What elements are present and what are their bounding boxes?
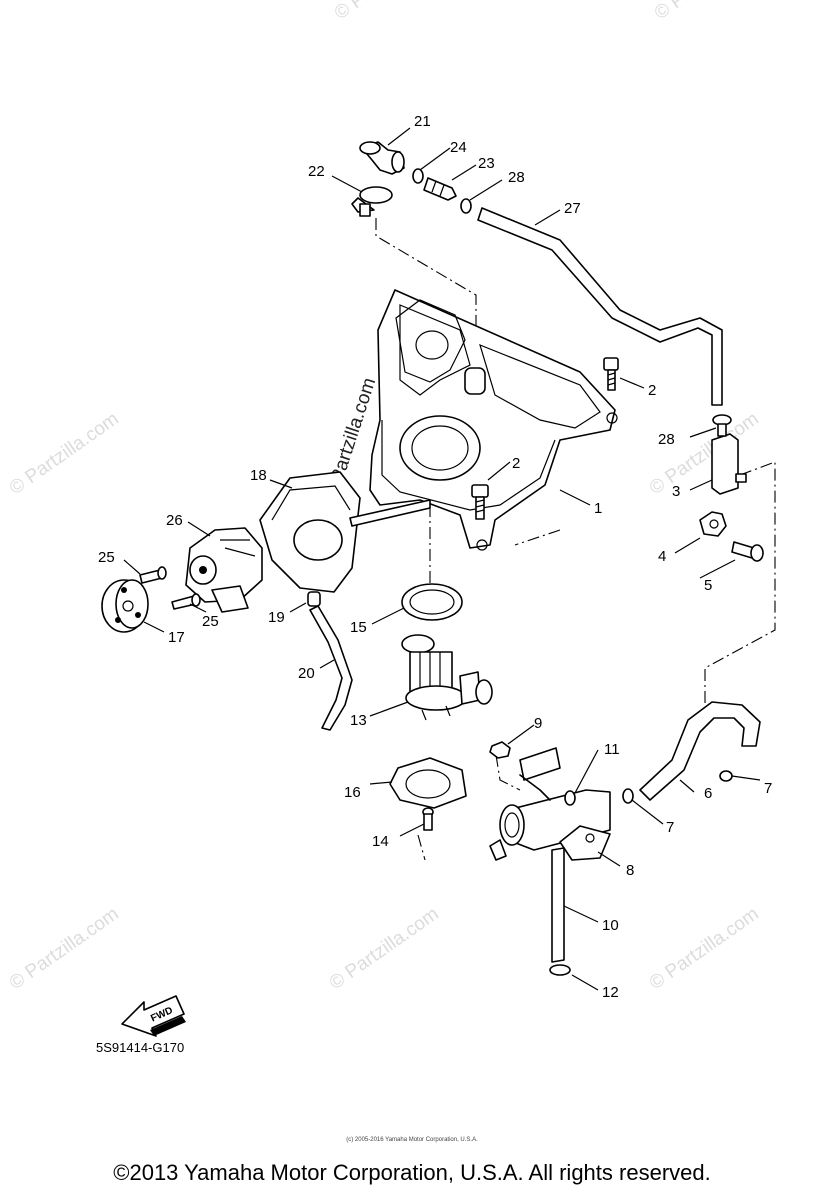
callout-3: 3 [672, 483, 680, 500]
leader-lines [123, 127, 761, 991]
callout-1: 1 [594, 500, 602, 517]
part-7-clip-lower [622, 788, 634, 804]
callout-9: 9 [534, 715, 542, 732]
copyright-notice: ©2013 Yamaha Motor Corporation, U.S.A. A… [113, 1160, 711, 1185]
part-12-clip [549, 964, 571, 976]
callout-11: 11 [604, 741, 620, 758]
callout-22: 22 [308, 163, 325, 180]
watermark: © Partzilla.com [646, 903, 763, 994]
part-2-bolt-upper [603, 357, 619, 391]
callout-28-lower: 28 [658, 431, 675, 448]
part-26-assembly [185, 527, 263, 613]
callout-16: 16 [344, 784, 361, 801]
part-21-elbow [359, 141, 405, 175]
callout-21: 21 [414, 113, 431, 130]
part-25-screw-lower [171, 593, 201, 610]
part-5-bolt [731, 541, 764, 562]
hose-27 [477, 207, 723, 406]
diagram-code: 5S91414-G170 [96, 1040, 185, 1055]
callout-15: 15 [350, 619, 367, 636]
part-24-clip [412, 168, 424, 184]
callout-25-upper: 25 [98, 549, 115, 566]
callout-7-lower: 7 [666, 819, 674, 836]
watermark: © Partzilla.com [326, 903, 443, 994]
callout-10: 10 [602, 917, 619, 934]
callout-28: 28 [508, 169, 525, 186]
callout-23: 23 [478, 155, 495, 172]
part-22-clamp [351, 186, 393, 217]
part-13-fuel-pump [401, 634, 493, 721]
watermark: © Partzilla.com [6, 408, 123, 499]
small-copyright: (c) 2005-2016 Yamaha Motor Corporation, … [346, 1137, 478, 1143]
callout-5: 5 [704, 577, 712, 594]
part-18-bracket [259, 471, 431, 593]
callout-26: 26 [166, 512, 183, 529]
callout-24: 24 [450, 139, 467, 156]
part-25-screw-upper [139, 566, 167, 584]
part-14-screw [422, 807, 434, 831]
watermark: © Partzilla.com [6, 903, 123, 994]
callout-17: 17 [168, 629, 185, 646]
fuel-tank: © Partzilla.com [321, 289, 618, 551]
callout-14: 14 [372, 833, 389, 850]
part-15-gasket [401, 583, 463, 621]
callout-25-lower: 25 [202, 613, 219, 630]
part-9-nut [489, 741, 511, 759]
part-2-bolt-lower [471, 484, 489, 520]
part-16-plate [389, 757, 467, 809]
callout-labels: 21 22 24 23 28 27 2 28 3 4 5 1 2 18 26 2… [98, 113, 772, 1001]
callout-27: 27 [564, 200, 581, 217]
part-17-cap [101, 579, 149, 633]
fwd-arrow-icon: FWD [121, 995, 186, 1037]
callout-2: 2 [648, 382, 656, 399]
callout-2-lower: 2 [512, 455, 520, 472]
part-7-clip-upper [719, 770, 733, 782]
part-10-hose [551, 847, 565, 963]
part-23-joint [423, 177, 457, 201]
watermark: © Partzilla.com [646, 408, 763, 499]
callout-13: 13 [350, 712, 367, 729]
callout-4: 4 [658, 548, 666, 565]
watermark: © Partzilla.com [651, 0, 768, 24]
callout-20: 20 [298, 665, 315, 682]
callout-7-right: 7 [764, 780, 772, 797]
part-3-filter [711, 423, 747, 495]
callout-8: 8 [626, 862, 634, 879]
part-11-clip [564, 790, 576, 806]
part-20-hose [309, 605, 353, 731]
callout-19: 19 [268, 609, 285, 626]
part-6-hose [639, 701, 761, 801]
watermark: © Partzilla.com [331, 0, 448, 24]
part-4-holder [699, 511, 727, 537]
callout-12: 12 [602, 984, 619, 1001]
part-28-clip [460, 198, 472, 214]
part-19-joint [307, 591, 321, 607]
part-8-unit [489, 747, 611, 861]
callout-18: 18 [250, 467, 267, 484]
callout-6: 6 [704, 785, 712, 802]
guide-lines [375, 218, 776, 861]
